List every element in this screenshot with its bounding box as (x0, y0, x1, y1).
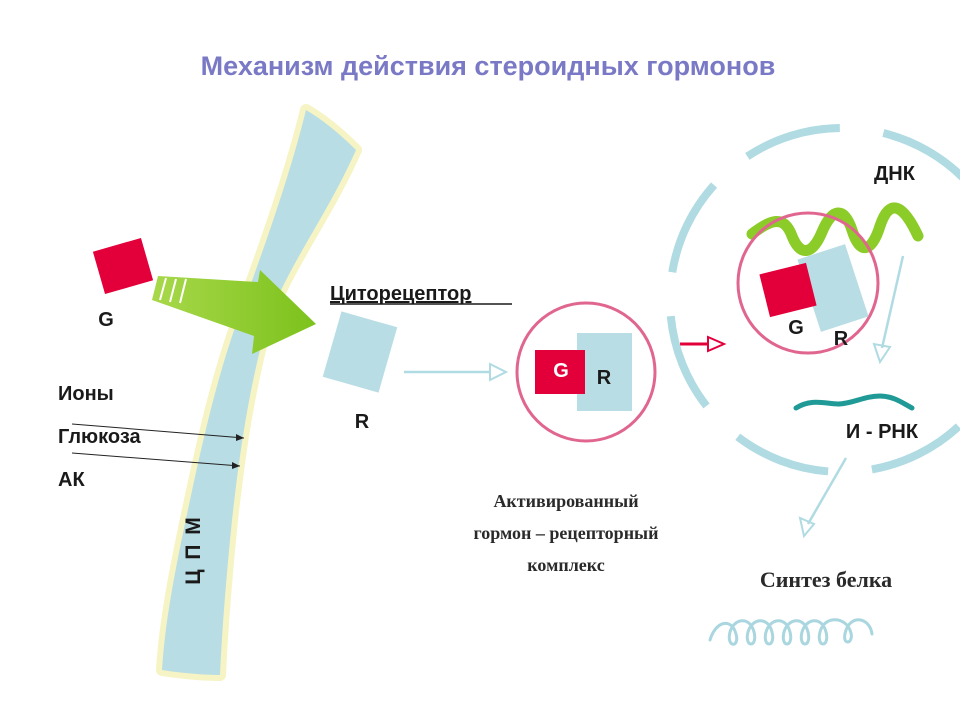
mrna-label: И - РНК (846, 421, 919, 443)
substance-label: Ионы (58, 383, 114, 405)
caption-line: гормон – рецепторный (473, 523, 658, 543)
nuclear-hormone (759, 262, 817, 318)
complex-receptor-label: R (597, 367, 612, 389)
caption-line: Активированный (493, 491, 638, 511)
nucleus: ДНК G R И - РНК (666, 124, 960, 476)
arrow-to-complex (404, 362, 509, 382)
receptor-square (322, 311, 398, 393)
protein-synthesis: Синтез белка (708, 567, 892, 646)
hormone-square (92, 237, 154, 295)
green-entry-arrow (152, 270, 316, 354)
substance-label: АК (58, 469, 85, 491)
dna-strand (746, 202, 924, 256)
substance-arrow (71, 423, 245, 439)
translation-arrow (806, 457, 848, 525)
green-arrow-stripe (169, 278, 177, 303)
nuclear-receptor (797, 244, 869, 332)
membrane-body (162, 110, 356, 675)
complex-hormone-label: G (553, 360, 569, 382)
green-arrow-shape (152, 270, 316, 354)
mrna-strand (793, 393, 915, 411)
nuclear-receptor-label: R (834, 328, 849, 350)
protein-label: Синтез белка (760, 567, 892, 592)
substance-arrowhead (232, 462, 240, 469)
cytoreceptor-title: Циторецептор (330, 283, 471, 305)
transcription-arrowhead (872, 342, 892, 365)
complex-hormone (535, 350, 585, 394)
substance-label: Глюкоза (58, 426, 142, 448)
nuclear-hormone-label: G (788, 317, 804, 339)
dna-label: ДНК (874, 163, 916, 185)
hormone-label: G (98, 309, 114, 331)
red-arrow-head (707, 335, 727, 353)
hormone-receptor-complex: G R (515, 301, 657, 443)
substance-arrowhead (236, 434, 244, 441)
complex-caption: Активированный гормон – рецепторный комп… (473, 491, 658, 575)
cell-membrane: Ц П М (156, 104, 362, 681)
complex-receptor (577, 333, 632, 411)
membrane-label: Ц П М (182, 515, 205, 585)
complex-ring (515, 301, 657, 443)
protein-coil (708, 618, 874, 646)
nuclear-complex-ring (736, 211, 880, 355)
green-arrow-stripe (179, 278, 187, 304)
page-title: Механизм действия стероидных гормонов (201, 51, 776, 81)
cytoreceptor: Циторецептор R (322, 283, 512, 433)
arrow-to-nucleus (680, 335, 727, 353)
arrow-head (489, 362, 509, 382)
hormone-outside: G (92, 237, 154, 331)
arrow-to-protein (798, 457, 848, 539)
transcription-arrow (880, 255, 905, 349)
translation-arrowhead (798, 516, 816, 539)
cytoreceptor-label: R (355, 411, 370, 433)
caption-line: комплекс (527, 555, 604, 575)
green-arrow-stripe (159, 277, 167, 301)
substances-list: Ионы Глюкоза АК (58, 383, 245, 491)
substance-arrow (71, 452, 241, 467)
